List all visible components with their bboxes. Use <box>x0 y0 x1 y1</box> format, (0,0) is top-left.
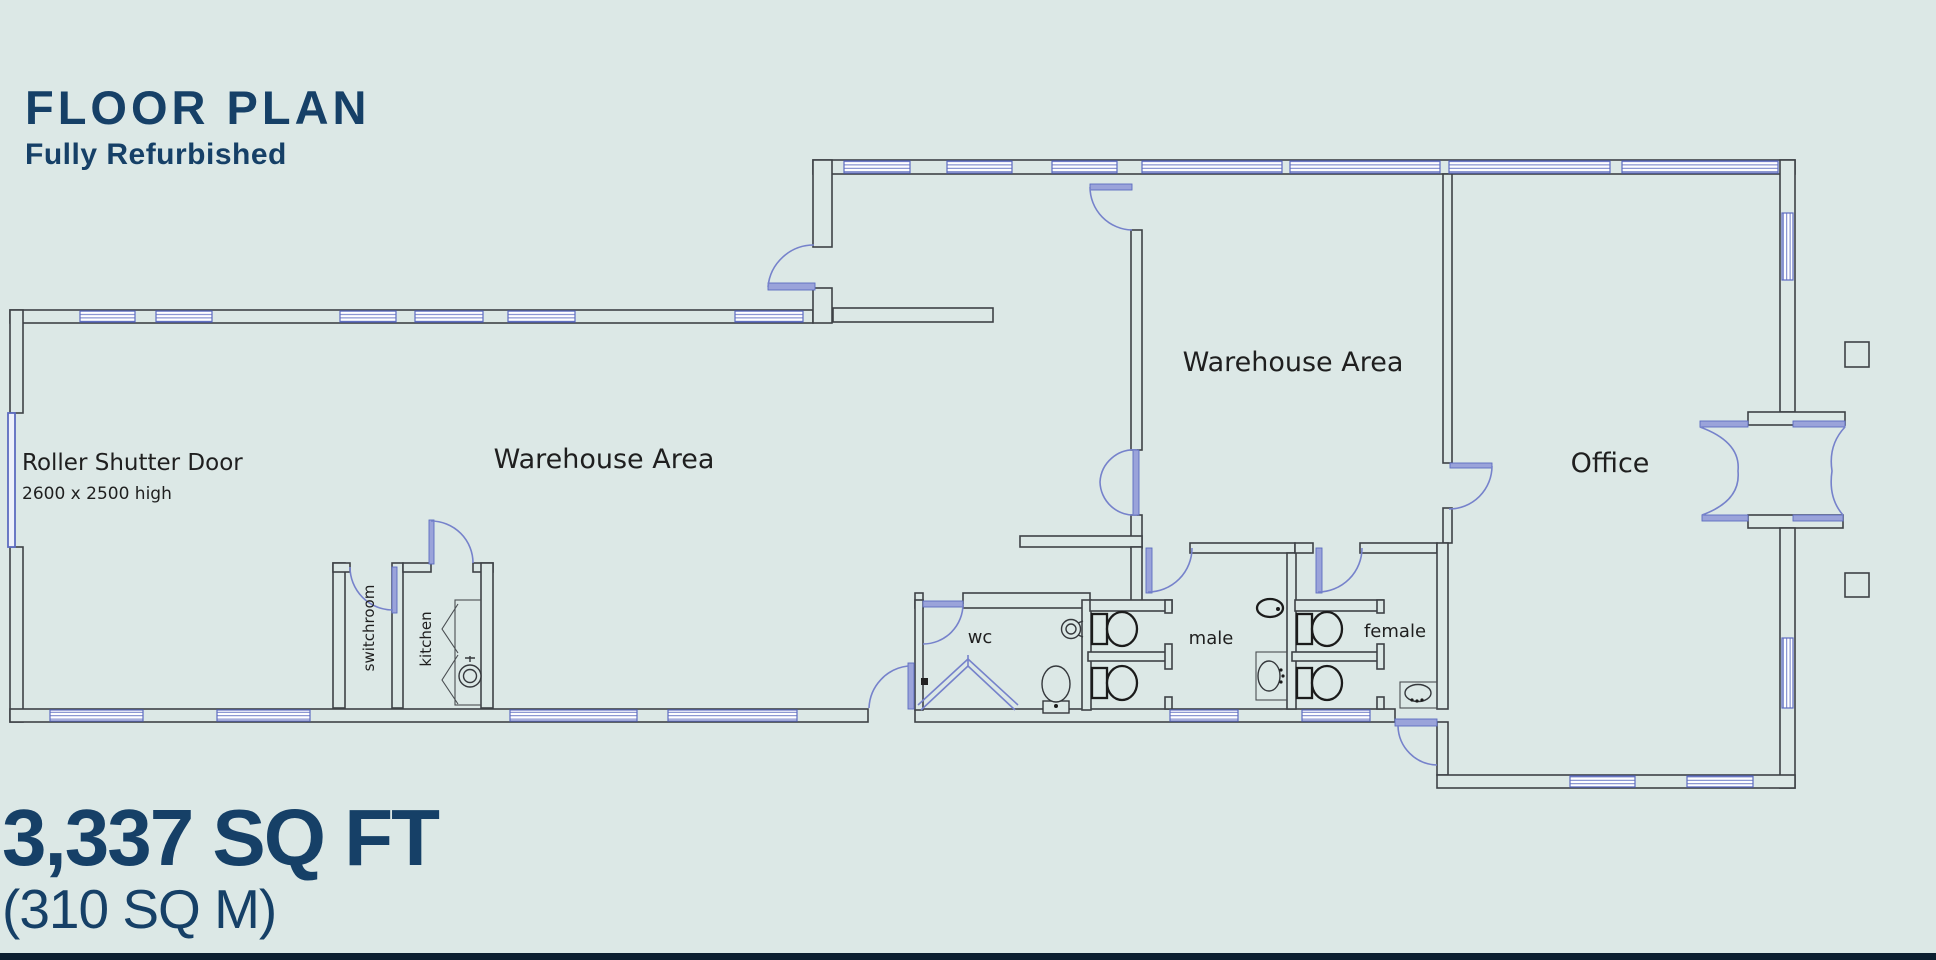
doors <box>7 183 1846 766</box>
sink <box>1060 618 1084 640</box>
room-label-warehouse-left: Warehouse Area <box>494 444 715 475</box>
bottom-bar <box>0 953 1936 960</box>
room-labels: Warehouse Area Warehouse Area Office Rol… <box>22 347 1649 671</box>
kitchen-sink <box>441 599 482 706</box>
room-label-kitchen: kitchen <box>417 611 435 666</box>
room-label-wc: wc <box>968 627 993 648</box>
roller-shutter-size: 2600 x 2500 high <box>22 484 172 504</box>
toilet <box>1090 664 1139 702</box>
toilet <box>1041 665 1071 714</box>
roller-shutter-label: Roller Shutter Door <box>22 450 243 476</box>
windows <box>49 160 1794 788</box>
door-hinge <box>921 678 928 685</box>
toilet <box>1090 610 1139 648</box>
room-label-warehouse-right: Warehouse Area <box>1183 347 1404 378</box>
toilet <box>1295 610 1344 648</box>
bollard-square <box>1844 341 1870 368</box>
fixtures <box>441 597 1438 714</box>
area-summary: 3,337 SQ FT (310 SQ M) <box>2 793 440 940</box>
room-label-female: female <box>1364 621 1426 642</box>
plan-header: FLOOR PLAN Fully Refurbished <box>25 84 370 170</box>
roller-shutter-door <box>7 412 16 548</box>
urinal <box>1255 597 1285 619</box>
room-label-male: male <box>1189 628 1234 649</box>
area-metric: (310 SQ M) <box>2 877 277 940</box>
sink <box>1255 651 1288 701</box>
toilet <box>1295 664 1344 702</box>
room-label-office: Office <box>1571 448 1650 479</box>
bollard-square <box>1844 572 1870 598</box>
sink <box>1399 681 1438 709</box>
page-title: FLOOR PLAN <box>25 81 371 134</box>
room-label-switchroom: switchroom <box>360 585 378 672</box>
page-subtitle: Fully Refurbished <box>25 138 287 171</box>
area-imperial: 3,337 SQ FT <box>2 793 440 882</box>
